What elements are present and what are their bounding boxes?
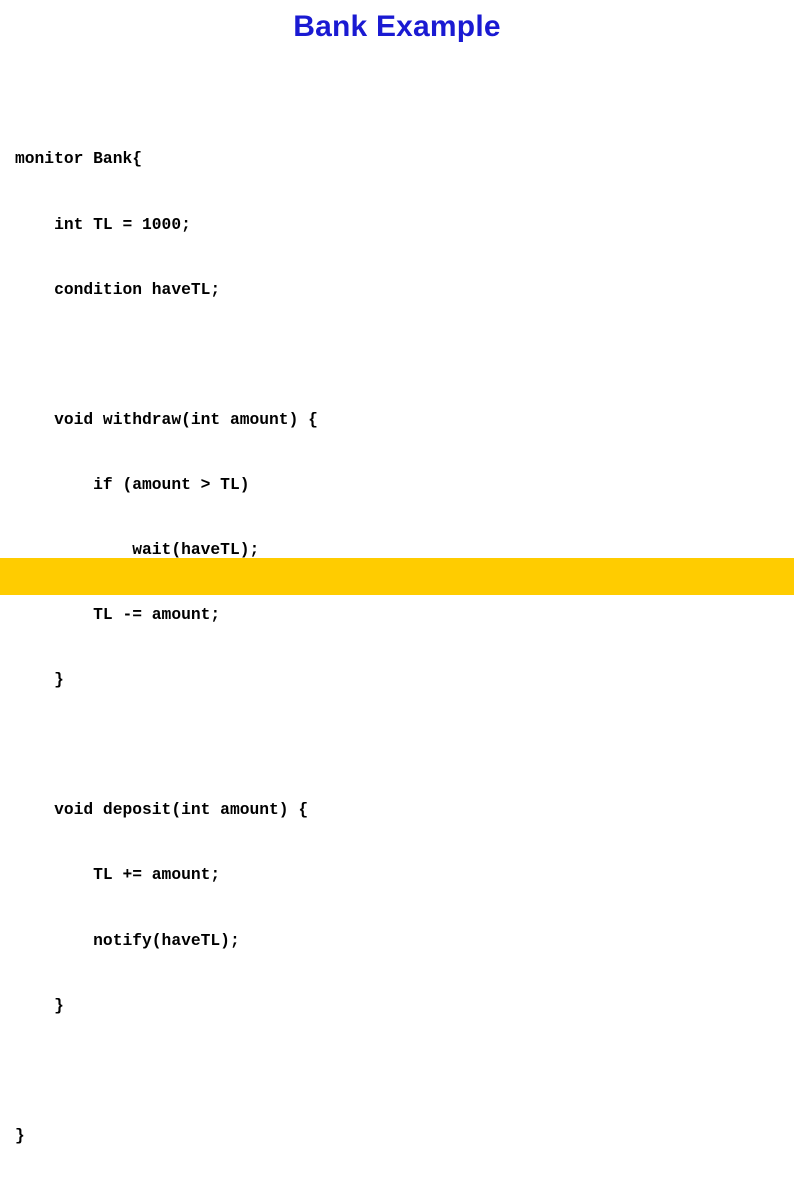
code-line-blank: [15, 344, 775, 366]
code-line: void withdraw(int amount) {: [15, 409, 318, 429]
code-line: }: [15, 670, 64, 690]
code-line: monitor Bank{: [15, 149, 143, 169]
code-line: wait(haveTL);: [15, 539, 260, 559]
code-line: }: [15, 1125, 25, 1145]
page-title: Bank Example: [293, 10, 501, 43]
code-line: }: [15, 995, 64, 1015]
code-line: int TL = 1000;: [15, 214, 191, 234]
code-line: if (amount > TL): [15, 474, 250, 494]
code-block: monitor Bank{ int TL = 1000; condition h…: [15, 105, 775, 1190]
code-line: notify(haveTL);: [15, 930, 240, 950]
code-line-blank: [15, 1060, 775, 1082]
slide-canvas: Bank Example monitor Bank{ int TL = 1000…: [0, 10, 794, 1145]
code-line-blank: [15, 734, 775, 756]
code-line: condition haveTL;: [15, 279, 221, 299]
code-line: TL -= amount;: [15, 605, 221, 625]
code-line: TL += amount;: [15, 865, 221, 885]
footer-accent-bar: [0, 558, 794, 595]
code-line: void deposit(int amount) {: [15, 800, 309, 820]
